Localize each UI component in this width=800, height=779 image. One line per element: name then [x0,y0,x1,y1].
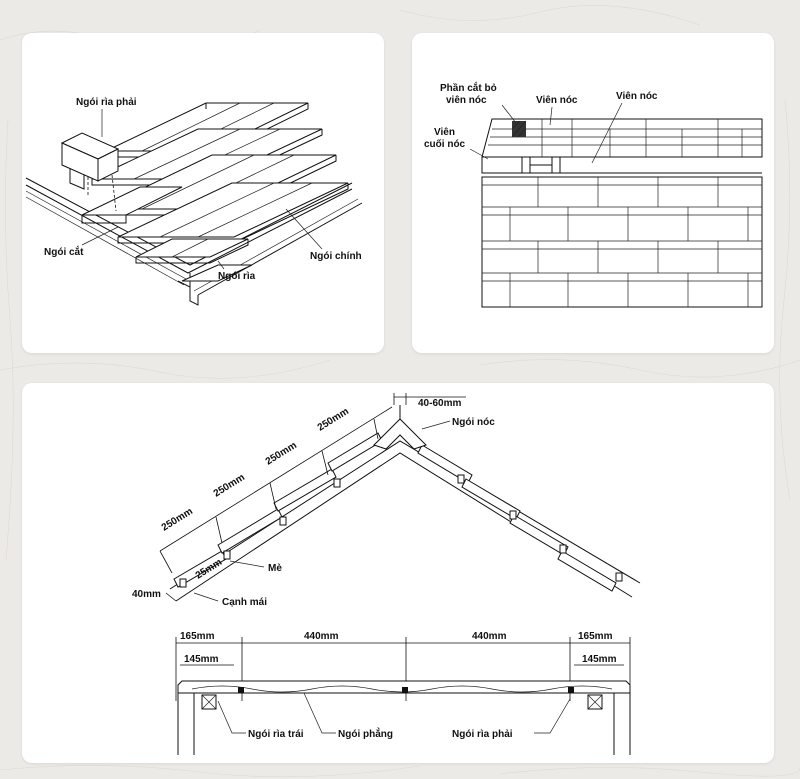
leader-eave-overhang [165,592,177,602]
dim-ridge-gap: 40-60mm [418,398,461,409]
leader-batten [229,560,265,568]
dim-edge-left: 165mm [180,631,215,642]
ridge-tile [373,405,427,450]
label-end-ridge-line2: cuối nóc [424,138,466,150]
dim-tile-width-1: 440mm [304,631,339,642]
roof-section-drawing: 250mm 250mm 250mm 250mm 40-60mm 25mm 40m… [132,393,641,755]
roof-rails [25,177,363,306]
dim-spacing-4: 250mm [316,406,351,434]
dim-spacing-3: 250mm [264,440,299,468]
label-ridge-tile-2: Viên nóc [616,91,658,102]
left-slope-tiles [173,432,383,588]
dim-eave-overhang: 40mm [132,589,161,600]
leader-cut-part [501,104,517,124]
leader-ridge-1 [549,106,553,126]
leader-flat-tile [303,692,336,734]
dim-edge-right: 165mm [578,631,613,642]
label-ridge-tile-1: Viên nóc [536,95,578,106]
right-edge-tile-block [60,132,120,190]
label-left-edge-tile: Ngói rìa trái [248,729,304,740]
guide-lines [87,174,117,212]
label-edge-tile: Ngói rìa [218,271,256,282]
layout-dimension-lines [175,637,631,701]
leader-main-tile [285,208,323,250]
tile-field [81,102,349,282]
dim-tile-width-2: 440mm [472,631,507,642]
dim-edge-inner-right: 145mm [582,654,617,665]
dim-spacing-2: 250mm [212,472,247,500]
leader-ridge-2 [591,102,623,164]
label-right-edge-tile: Ngói rìa phải [452,729,513,740]
leader-end-ridge [469,148,489,160]
edge-tiles-drawing: Ngói rìa phải Ngói cắt Ngói rìa Ngói chí… [25,97,363,306]
tile-wall [481,176,763,308]
leader-eave [193,592,219,602]
slope-dimension-lines [159,393,466,574]
edge-tiles-diagram-card: Ngói rìa phải Ngói cắt Ngói rìa Ngói chí… [22,33,384,353]
leader-ridge-tile [421,420,451,430]
leader-cut-tile [81,226,119,246]
roof-slopes [169,440,641,602]
dim-edge-inner-left: 145mm [184,654,219,665]
leader-right-edge-tile [534,698,571,734]
tile-strip-profile [177,680,631,694]
leader-edge-tile [217,260,225,270]
ridge-tiles-drawing: Phần cắt bỏ viên nóc Viên nóc Viên nóc V… [424,81,763,308]
label-main-tile: Ngói chính [310,251,362,262]
dim-spacing-1: 250mm [160,506,195,534]
leader-left-edge-tile [217,700,246,734]
label-flat-tile: Ngói phẳng [338,727,393,740]
label-cut-part-line1: Phần cắt bỏ [440,81,497,94]
label-batten: Mè [268,563,282,574]
label-cut-tile: Ngói cắt [44,245,84,258]
ridge-tiles-diagram-card: Phần cắt bỏ viên nóc Viên nóc Viên nóc V… [412,33,774,353]
label-cut-part-line2: viên nóc [446,95,487,106]
label-right-edge-tile: Ngói rìa phải [76,97,137,108]
label-end-ridge-line1: Viên [434,127,455,138]
ridge-row [481,118,763,174]
label-ridge-tile: Ngói nóc [452,417,495,428]
roof-section-diagram-card: 250mm 250mm 250mm 250mm 40-60mm 25mm 40m… [22,383,774,763]
edge-supports [177,693,631,755]
right-slope-tiles [417,444,623,592]
label-eave: Cạnh mái [222,597,267,608]
